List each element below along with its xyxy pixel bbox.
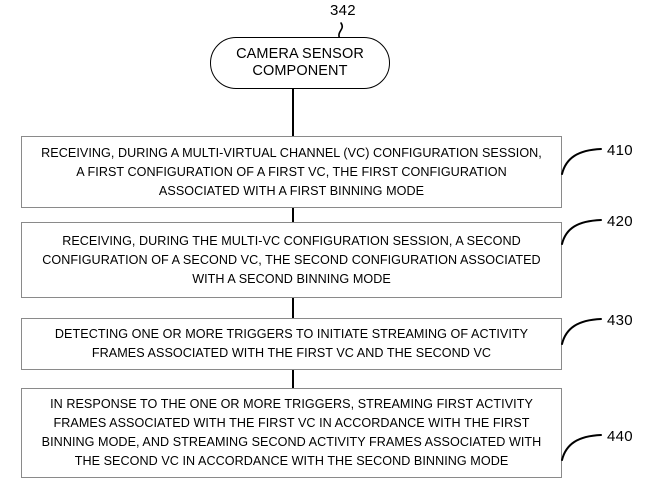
terminal-line-1: CAMERA SENSOR	[236, 46, 364, 62]
terminal-line-2: COMPONENT	[252, 63, 348, 79]
reference-number-420: 420	[607, 213, 633, 230]
process-box-410-line-3: ASSOCIATED WITH A FIRST BINNING MODE	[158, 183, 425, 198]
connector-step-430-to-step-440	[292, 370, 294, 388]
process-box-420: RECEIVING, DURING THE MULTI-VC CONFIGURA…	[21, 222, 562, 298]
process-box-440-line-2: FRAMES ASSOCIATED WITH THE FIRST VC IN A…	[53, 416, 530, 430]
connector-step-420-to-step-430	[292, 298, 294, 318]
connector-step-410-to-step-420	[292, 208, 294, 222]
process-box-440: IN RESPONSE TO THE ONE OR MORE TRIGGERS,…	[21, 388, 562, 478]
process-box-420-line-3: WITH A SECOND BINNING MODE	[192, 271, 391, 286]
process-box-440-line-4: THE SECOND VC IN ACCORDANCE WITH THE SEC…	[74, 454, 509, 468]
terminal-node-camera-sensor-component: CAMERA SENSOR COMPONENT	[210, 37, 390, 89]
process-box-410: RECEIVING, DURING A MULTI-VIRTUAL CHANNE…	[21, 136, 562, 208]
connector-terminal-to-step-410	[292, 88, 294, 136]
reference-number-440: 440	[607, 428, 633, 445]
process-box-430-line-2: FRAMES ASSOCIATED WITH THE FIRST VC AND …	[91, 346, 492, 360]
process-box-440-line-3: BINNING MODE, AND STREAMING SECOND ACTIV…	[41, 435, 542, 449]
process-box-410-line-1: RECEIVING, DURING A MULTI-VIRTUAL CHANNE…	[41, 145, 542, 160]
process-box-410-line-2: A FIRST CONFIGURATION OF A FIRST VC, THE…	[76, 164, 507, 179]
process-box-440-line-1: IN RESPONSE TO THE ONE OR MORE TRIGGERS,…	[50, 397, 533, 411]
reference-number-410: 410	[607, 142, 633, 159]
process-box-420-line-1: RECEIVING, DURING THE MULTI-VC CONFIGURA…	[62, 233, 521, 248]
process-box-420-line-2: CONFIGURATION OF A SECOND VC, THE SECOND…	[42, 252, 541, 267]
process-box-430: DETECTING ONE OR MORE TRIGGERS TO INITIA…	[21, 318, 562, 370]
reference-number-342: 342	[330, 2, 356, 19]
process-box-430-line-1: DETECTING ONE OR MORE TRIGGERS TO INITIA…	[54, 327, 529, 341]
reference-number-430: 430	[607, 312, 633, 329]
